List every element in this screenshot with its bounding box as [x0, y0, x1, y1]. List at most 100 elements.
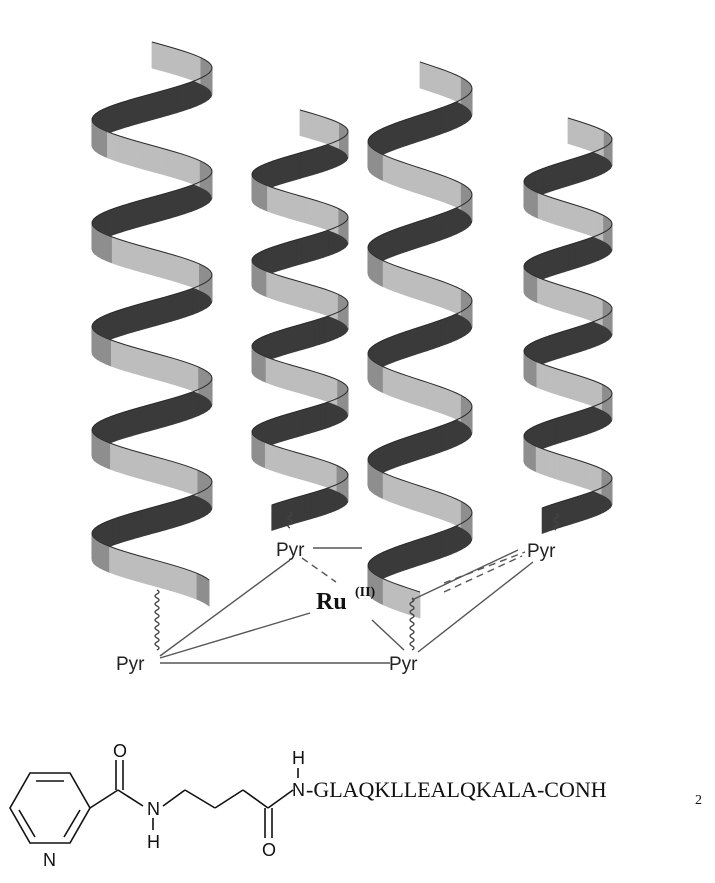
helix-2-ribbon-segment: [320, 373, 325, 400]
helix-1-ribbon-segment: [97, 437, 101, 465]
helix-1-ribbon-segment: [203, 472, 207, 500]
helix-1-ribbon-segment: [149, 248, 157, 276]
helix-4-ribbon-segment: [541, 422, 545, 449]
helix-4-ribbon-segment: [591, 380, 595, 407]
helix-1-ribbon-segment: [162, 192, 170, 220]
helix-4-ribbon-segment: [567, 203, 572, 230]
helix-2-ribbon-segment: [320, 403, 325, 430]
helix-1-ribbon-segment: [179, 291, 186, 319]
helix-4-ribbon-segment: [556, 284, 561, 311]
helix-3-ribbon-segment: [427, 276, 434, 304]
helix-2-ribbon-segment: [270, 444, 275, 471]
carbonyl-2-oxygen-label: O: [262, 840, 276, 860]
helix-3-ribbon-segment: [375, 150, 379, 178]
peptide-sequence-subscript: 2: [695, 793, 702, 808]
helix-3-ribbon-segment: [394, 334, 400, 362]
helix-4-ribbon-segment: [582, 493, 587, 520]
helix-1-ribbon-segment: [180, 360, 187, 388]
helix-2-ribbon-segment: [308, 456, 314, 483]
helix-3-ribbon-segment: [452, 526, 457, 554]
helix-4-ribbon-segment: [544, 450, 549, 477]
helix-1-ribbon-segment: [121, 100, 128, 128]
helix-1-ribbon-segment: [97, 333, 101, 361]
helix-1-ribbon-segment: [172, 396, 179, 424]
helix-1-ribbon-segment: [160, 44, 168, 72]
helix-3-ribbon-segment: [440, 387, 446, 415]
helix-4-ribbon-segment: [539, 168, 543, 195]
helix-3-ribbon-segment: [465, 292, 468, 320]
helix-4-ribbon-segment: [571, 412, 576, 439]
helix-4-ribbon-segment: [571, 373, 576, 400]
helix-2-ribbon-segment: [326, 487, 331, 514]
helix-3-ribbon-segment: [461, 289, 465, 317]
helix-2-ribbon-segment: [324, 316, 329, 343]
helix-3-ribbon-segment: [400, 543, 406, 571]
helix-4-ribbon-segment: [601, 129, 604, 156]
helix-1-ribbon-segment: [133, 244, 141, 272]
helix-1-ribbon-segment: [98, 230, 102, 258]
helix-1-ribbon-segment: [123, 551, 130, 579]
helix-3-ribbon-segment: [420, 219, 427, 247]
helix-2-ribbon-segment: [313, 457, 318, 484]
helix-1-ribbon-segment: [126, 513, 134, 541]
helix-1-ribbon-segment: [155, 298, 163, 326]
amide-1-nitrogen-label: N: [147, 799, 160, 819]
helix-4-ribbon-segment: [540, 448, 544, 475]
amide-2-hydrogen-label: H: [292, 748, 305, 768]
helix-3-ribbon-segment: [427, 323, 434, 351]
helix-2-ribbon-segment: [310, 199, 316, 226]
helix-4-ribbon-segment: [593, 151, 597, 178]
helix-4-ribbon-segment: [562, 201, 567, 228]
helix-4-ribbon-segment: [542, 279, 546, 306]
helix-3-ribbon-segment: [440, 424, 446, 452]
helix-3-ribbon-segment: [446, 422, 452, 450]
helix-2-ribbon-segment: [313, 233, 318, 260]
helix-2-ribbon-segment: [272, 503, 277, 530]
helix-3-ribbon-segment: [379, 471, 383, 499]
helix-3-ribbon-segment: [407, 117, 414, 145]
helix-4-ribbon-segment: [558, 162, 563, 189]
helix-3-ribbon-segment: [413, 166, 420, 194]
helix-2-ribbon-segment: [279, 447, 284, 474]
helix-2-ribbon-segment: [270, 359, 275, 386]
helix-3-ribbon-segment: [400, 267, 406, 295]
helix-2-ribbon-segment: [273, 159, 278, 186]
pyridine-double-2: [19, 810, 35, 837]
helix-3-ribbon-segment: [375, 574, 379, 602]
helix-3-ribbon-segment: [465, 398, 468, 426]
helix-3-ribbon-segment: [433, 320, 439, 348]
helix-2-ribbon-segment: [298, 281, 304, 308]
helix-3-ribbon-segment: [420, 274, 427, 302]
helix-1-ribbon-segment: [106, 338, 112, 366]
helix-2-ribbon-segment: [340, 467, 343, 494]
helix-3-ribbon-segment: [452, 497, 457, 525]
helix-1-ribbon-segment: [152, 42, 160, 70]
helix-1-ribbon-segment: [102, 233, 107, 261]
linker-squiggles: [155, 512, 558, 650]
helix-4-ribbon-segment: [577, 290, 582, 317]
helix-3-ribbon-segment: [383, 367, 388, 395]
helix-2-ribbon-segment: [338, 380, 341, 407]
helix-4-ribbon-segment: [562, 500, 567, 527]
helix-3-ribbon-segment: [427, 111, 434, 139]
helix-4-ribbon-segment: [570, 328, 575, 355]
carbonyl-1-oxygen-label: O: [113, 741, 127, 761]
helix-2-ribbon-segment: [301, 151, 307, 178]
helix-4-ribbon-segment: [564, 245, 569, 272]
helix-2-ribbon-segment: [326, 204, 331, 231]
helix-1-ribbon-segment: [164, 398, 172, 426]
helix-3: [368, 62, 472, 618]
helix-1-ribbon-segment: [126, 242, 134, 270]
helix-1-ribbon-segment: [171, 293, 179, 321]
helix-1-ribbon-segment: [95, 125, 98, 153]
helix-1-ribbon-segment: [110, 311, 116, 339]
helix-2-ribbon-segment: [286, 413, 292, 440]
helix-2-ribbon-segment: [289, 154, 295, 181]
helix-1-ribbon-segment: [190, 53, 196, 81]
helix-1-ribbon-segment: [105, 441, 110, 469]
helix-2-ribbon-segment: [329, 462, 333, 489]
helix-4-ribbon-segment: [568, 159, 573, 186]
helix-1-ribbon-segment: [147, 300, 155, 328]
helix-2-ribbon-segment: [258, 439, 261, 466]
helix-2-ribbon-segment: [335, 207, 339, 234]
